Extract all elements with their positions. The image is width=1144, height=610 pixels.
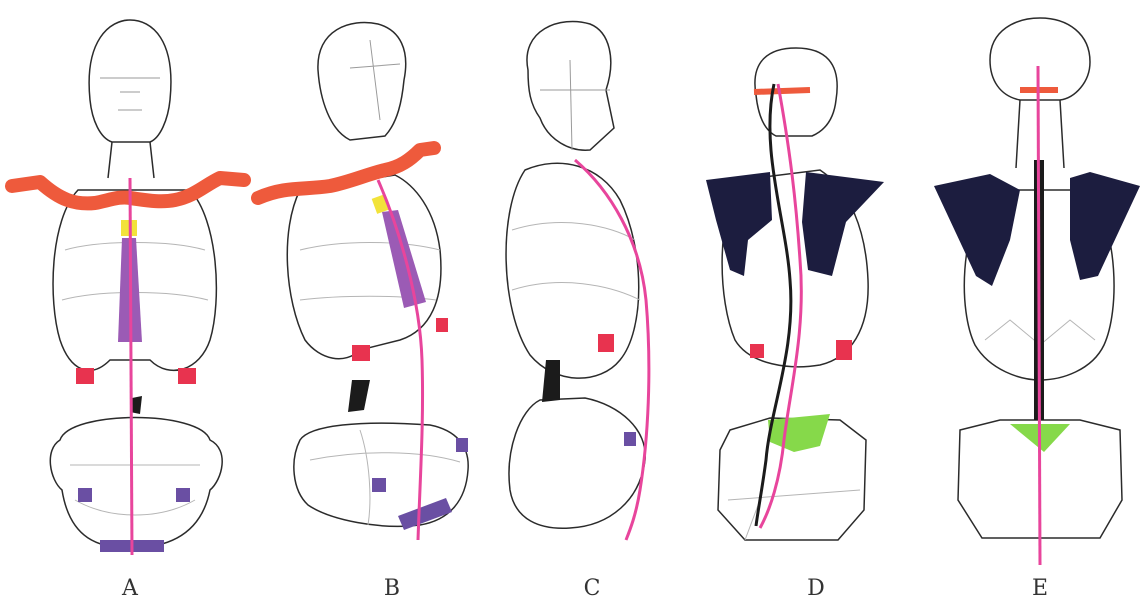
pelvis-marker-right-b: [456, 438, 468, 452]
sacrum-d: [768, 414, 830, 452]
face-guides-c: [540, 60, 610, 150]
midline-e: [1038, 66, 1040, 565]
pelvis-marker-left-b: [372, 478, 386, 492]
figure-label-c: C: [572, 576, 612, 601]
pubis-bar-b: [398, 498, 452, 530]
neck-bar-d: [754, 90, 810, 92]
pelvis-marker-right-a: [176, 488, 190, 502]
figure-d: [706, 48, 884, 540]
pelvis-marker-c: [624, 432, 636, 446]
rib-marker-c: [598, 334, 614, 352]
neck-a: [108, 142, 154, 178]
clavicle-a: [12, 178, 244, 203]
figure-e: [934, 18, 1140, 565]
figure-label-b: B: [372, 576, 412, 601]
pelvis-sketch-d: [728, 490, 860, 540]
pelvis-marker-left-a: [78, 488, 92, 502]
scapula-right-d: [802, 172, 884, 276]
neck-e: [1016, 100, 1064, 168]
rib-sketch-c: [512, 223, 640, 300]
figure-label-d: D: [796, 576, 836, 601]
sternum-b: [382, 210, 426, 308]
face-guides-a: [100, 78, 160, 110]
rib-marker-right-d: [836, 340, 852, 360]
scapula-left-d: [706, 172, 772, 276]
rib-marker-left-a: [76, 368, 94, 384]
ribcage-b: [287, 175, 441, 359]
waist-c: [542, 360, 560, 402]
waist-b: [348, 380, 370, 412]
spine-curve-d: [756, 84, 791, 526]
figure-label-a: A: [110, 576, 150, 601]
figure-a: [12, 20, 244, 555]
rib-marker-left-d: [750, 344, 764, 358]
rib-marker-right-a: [178, 368, 196, 384]
pelvis-c: [509, 398, 645, 528]
face-guides-b: [350, 40, 400, 120]
rib-marker-left-b: [352, 345, 370, 361]
pelvis-a: [50, 418, 222, 549]
figure-c: [506, 21, 649, 540]
figure-label-e: E: [1020, 576, 1060, 601]
clavicle-b: [258, 148, 434, 198]
head-a: [89, 20, 171, 142]
scapula-right-e: [1070, 172, 1140, 280]
head-b: [318, 23, 406, 140]
scapula-left-e: [934, 174, 1020, 286]
figure-b: [258, 23, 468, 540]
midline-a: [130, 178, 132, 555]
rib-marker-right-b: [436, 318, 448, 332]
ribcage-c: [506, 163, 639, 378]
